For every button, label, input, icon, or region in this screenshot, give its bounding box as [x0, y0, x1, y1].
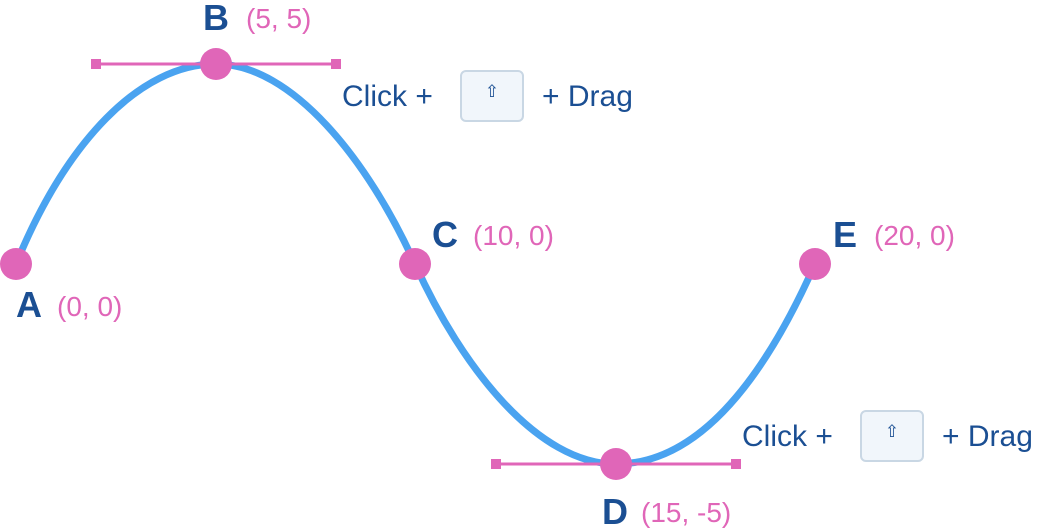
point-a-label: A: [16, 284, 42, 325]
hint-b-prefix: Click +: [342, 80, 433, 113]
point-a-coord: (0, 0): [57, 291, 122, 322]
point-e-label: E: [833, 214, 857, 255]
handle-d-right-knob[interactable]: [731, 459, 741, 469]
point-d-coord: (15, -5): [641, 497, 731, 528]
shift-key-icon: ⇧: [885, 422, 899, 442]
point-e[interactable]: [799, 248, 831, 280]
point-d-label: D: [602, 491, 628, 528]
shift-key-icon: ⇧: [485, 82, 499, 102]
point-b-coord: (5, 5): [246, 3, 311, 34]
hint-d-suffix: + Drag: [942, 420, 1033, 453]
shift-key: [460, 70, 524, 122]
point-b-label: B: [203, 0, 229, 38]
point-c[interactable]: [399, 248, 431, 280]
hint-b-suffix: + Drag: [542, 80, 633, 113]
handle-d-left-knob[interactable]: [491, 459, 501, 469]
shift-drag-hint-d: Click + ⇧ + Drag: [742, 410, 1033, 462]
point-c-coord: (10, 0): [473, 220, 554, 251]
point-a[interactable]: [0, 248, 32, 280]
point-d[interactable]: [600, 448, 632, 480]
hint-d-prefix: Click +: [742, 420, 833, 453]
shift-drag-hint-b: Click + ⇧ + Drag: [342, 70, 633, 122]
handle-b-left-knob[interactable]: [91, 59, 101, 69]
point-e-coord: (20, 0): [874, 220, 955, 251]
shift-key: [860, 410, 924, 462]
handle-b-right-knob[interactable]: [331, 59, 341, 69]
point-b[interactable]: [200, 48, 232, 80]
point-c-label: C: [432, 214, 458, 255]
